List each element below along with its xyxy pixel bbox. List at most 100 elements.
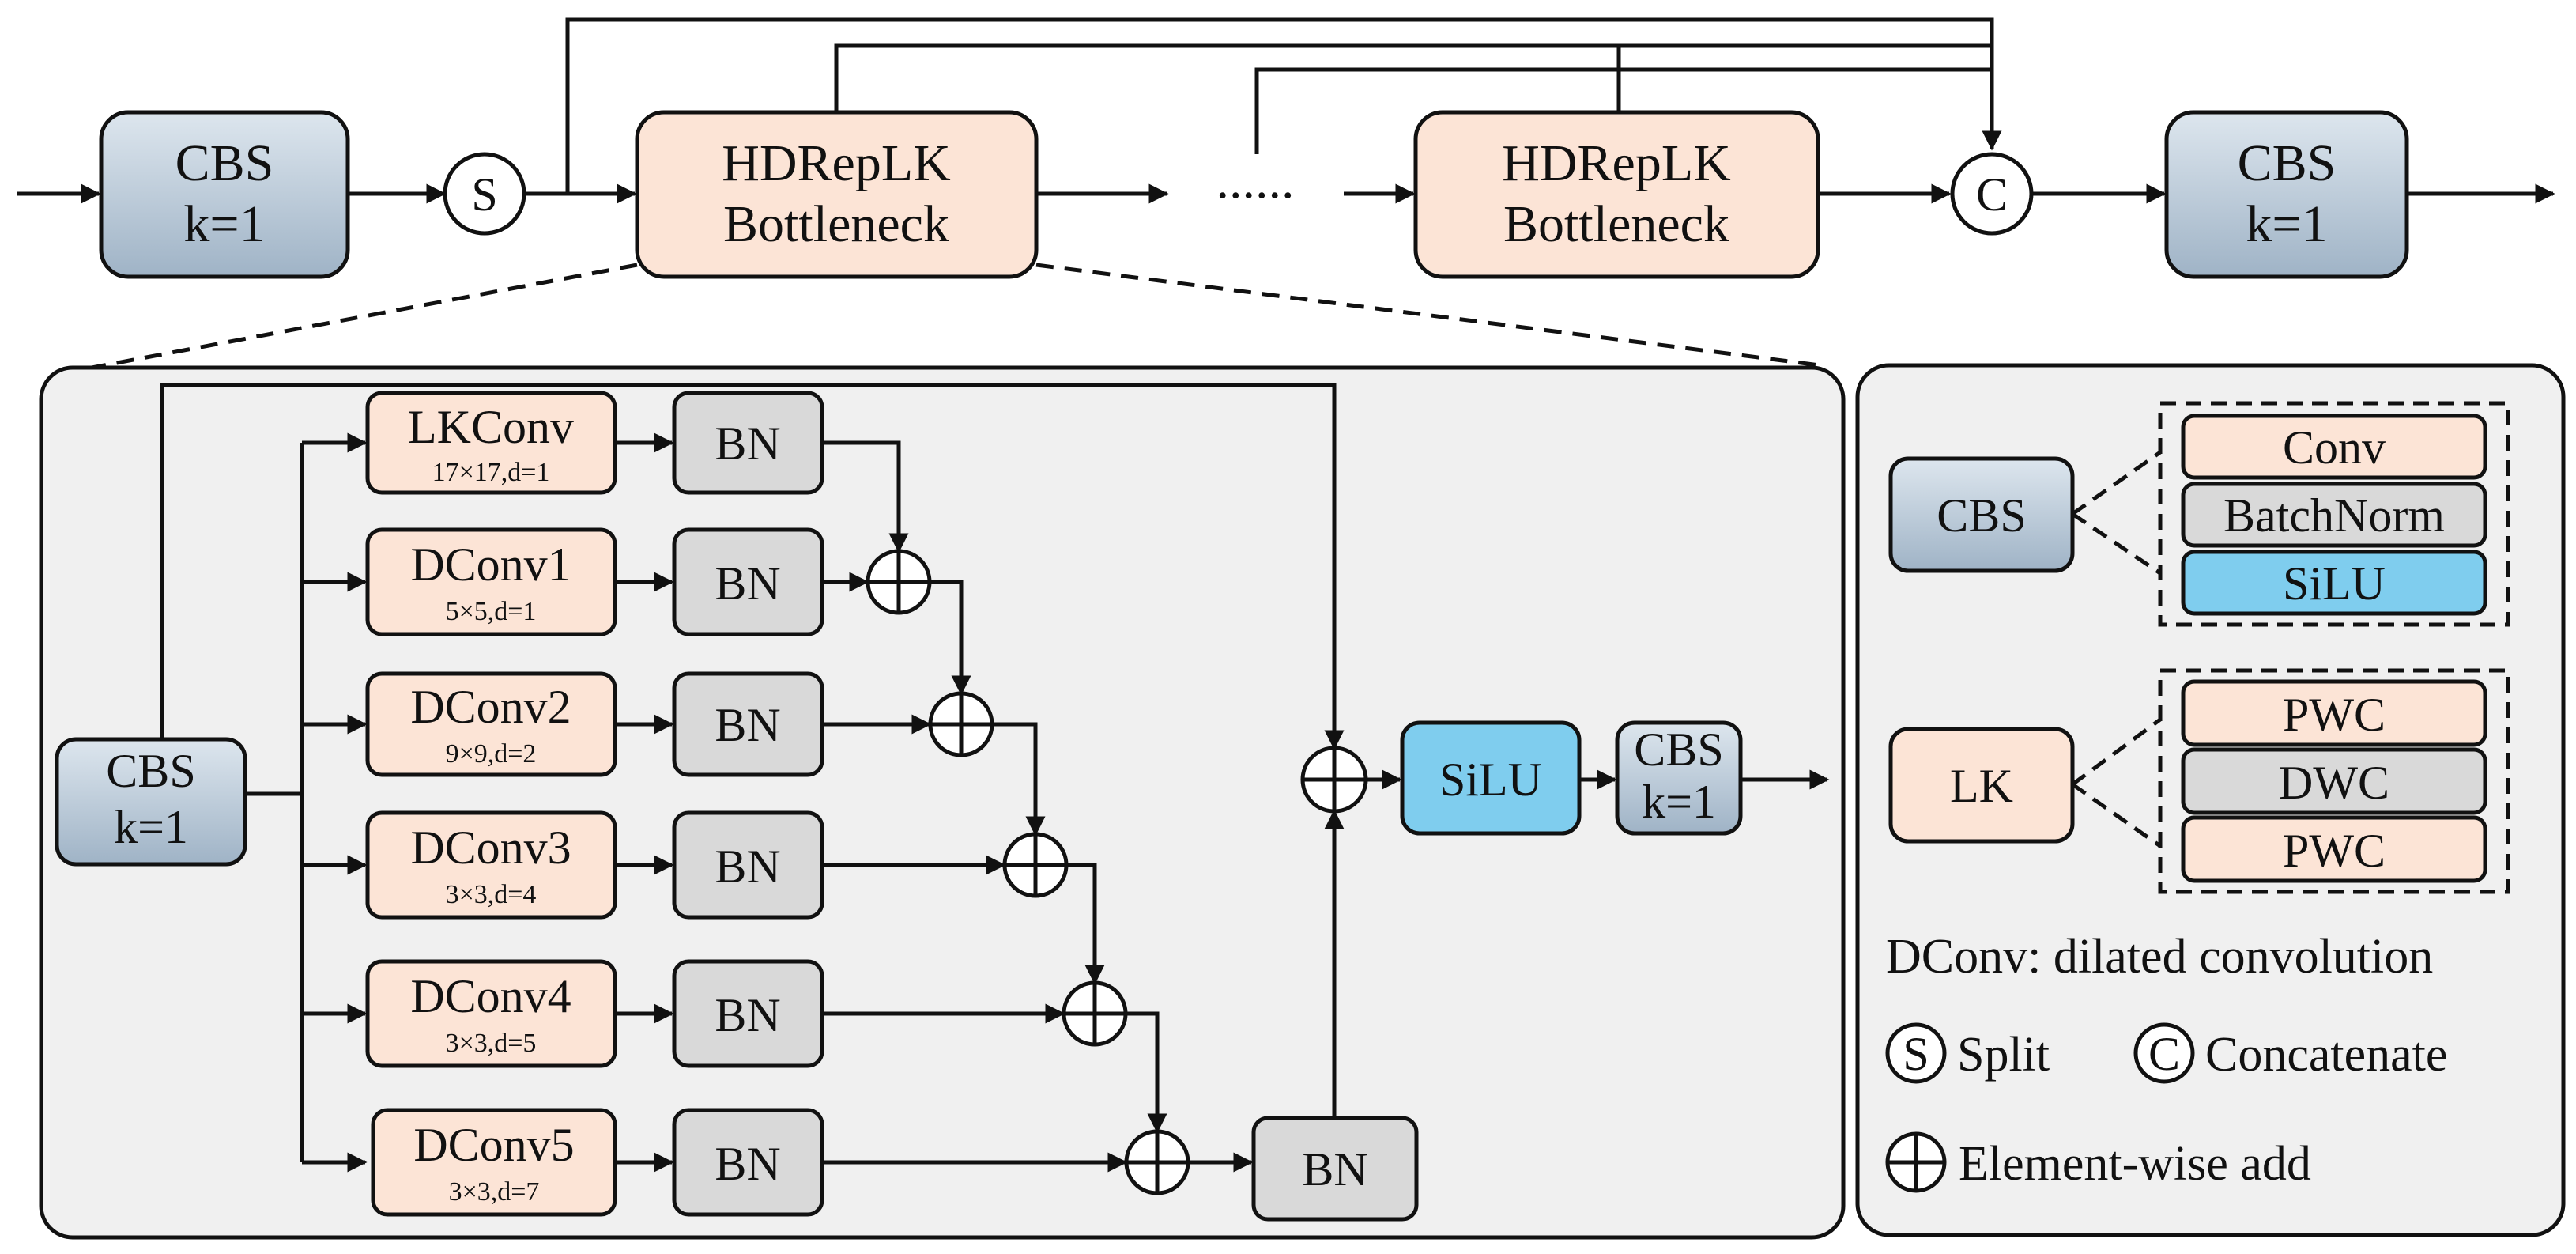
branch-dconv2: DConv2 9×9,d=2	[365, 671, 617, 777]
legend-lk-dwc	[2181, 747, 2487, 815]
legend-cbs-batchnorm	[2181, 482, 2487, 548]
add2-to-add3	[993, 722, 1046, 837]
dconv3-name: DConv3	[410, 822, 571, 874]
add-node-final	[1300, 746, 1368, 814]
legend-add: Element-wise add	[1885, 1131, 2311, 1193]
legend-concat-text: Concatenate	[2205, 1028, 2447, 1082]
zoom-line-right	[1035, 263, 1820, 368]
detail-cbs-in-kernel: k=1	[114, 801, 188, 853]
dconv2-name: DConv2	[410, 681, 571, 733]
bn-final: BN	[1251, 1116, 1419, 1222]
bn-dconv1-label: BN	[715, 557, 780, 610]
top-bottleneck-1: HDRepLK Bottleneck	[635, 110, 1039, 279]
concat-node: C	[1950, 152, 2034, 236]
legend-cbs: CBS Conv BatchNorm SiLU	[1888, 401, 2510, 627]
legend-cbs-conv-label: Conv	[2283, 421, 2386, 474]
add-node-5	[1124, 1129, 1190, 1195]
dconv4-name: DConv4	[410, 970, 571, 1022]
add-node-4	[1062, 980, 1128, 1047]
legend-split: S Split	[1885, 1022, 2050, 1084]
top-cbs-in-label: CBS	[175, 134, 274, 192]
detail-cbs-in-label: CBS	[106, 745, 195, 797]
top-cbs-out-kernel: k=1	[2246, 195, 2327, 253]
bn-lkconv: BN	[672, 391, 824, 495]
legend-lk-label: LK	[1950, 760, 2013, 812]
detail-identity-wire	[160, 383, 1345, 750]
branch-dconv4: DConv4 3×3,d=5	[365, 959, 617, 1068]
dconv4-spec: 3×3,d=5	[446, 1029, 537, 1058]
bn-dconv2: BN	[672, 671, 824, 777]
legend-concat: C Concatenate	[2133, 1022, 2447, 1084]
lkconv-spec: 17×17,d=1	[432, 458, 550, 487]
bn-dconv5: BN	[672, 1108, 824, 1217]
skip-wire-2	[834, 43, 1992, 112]
detail-cbs-out-kernel: k=1	[1642, 776, 1716, 828]
bn-dconv4-label: BN	[715, 989, 780, 1041]
legend-add-text: Element-wise add	[1959, 1137, 2311, 1191]
bn-lkconv-label: BN	[715, 417, 780, 470]
top-cbs-in-kernel: k=1	[183, 195, 265, 253]
top-cbs-out: CBS k=1	[2164, 110, 2409, 279]
legend-lk-dwc-label: DWC	[2279, 757, 2389, 809]
add3-to-add4	[1067, 863, 1105, 985]
legend-lk-pwc1	[2181, 679, 2487, 747]
split-symbol: S	[471, 168, 497, 221]
legend-lk-pwc2	[2181, 815, 2487, 883]
legend-split-icon	[1885, 1022, 1947, 1084]
bn-dconv3-label: BN	[715, 840, 780, 893]
legend-cbs-silu-label: SiLU	[2283, 557, 2386, 610]
top-bottleneck-2: HDRepLK Bottleneck	[1413, 110, 1820, 279]
legend-panel: CBS Conv BatchNorm SiLU LK PWC DWC PWC	[1855, 363, 2566, 1237]
repeat-ellipsis: ......	[1216, 152, 1295, 210]
legend-lk: LK PWC DWC PWC	[1888, 668, 2510, 894]
legend-cbs-label: CBS	[1937, 489, 2026, 542]
add4-to-add5	[1126, 1011, 1167, 1134]
bn-dconv2-label: BN	[715, 699, 780, 751]
bn-final-label: BN	[1302, 1143, 1367, 1195]
detail-cbs-out-label: CBS	[1634, 723, 1723, 776]
legend-cbs-conv	[2181, 414, 2487, 480]
branch-dconv5: DConv5 3×3,d=7	[371, 1108, 617, 1217]
legend-concat-symbol: C	[2148, 1028, 2180, 1080]
legend-cbs-batchnorm-label: BatchNorm	[2223, 489, 2445, 542]
dconv2-spec: 9×9,d=2	[446, 739, 537, 769]
lkconv-name: LKConv	[408, 401, 574, 453]
split-node: S	[443, 152, 526, 236]
dconv5-name: DConv5	[413, 1119, 574, 1171]
legend-split-text: Split	[1957, 1028, 2050, 1082]
bottleneck-2-title: HDRepLK	[1502, 134, 1731, 192]
dconv1-spec: 5×5,d=1	[446, 597, 537, 626]
branch-lkconv: LKConv 17×17,d=1	[365, 391, 617, 495]
bottleneck-1-title: HDRepLK	[722, 134, 951, 192]
bn-lkconv-to-add1	[822, 440, 909, 553]
detail-panel: CBS k=1 LKConv 17×17,d=1 BN DConv1 5×5,d…	[39, 365, 1846, 1240]
add-node-3	[1002, 832, 1069, 898]
legend-dconv-note: DConv: dilated convolution	[1886, 930, 2433, 984]
add-node-2	[928, 691, 994, 757]
top-cbs-in: CBS k=1	[99, 110, 350, 279]
bn-dconv3: BN	[672, 810, 824, 920]
dconv1-name: DConv1	[410, 538, 571, 591]
top-row: CBS k=1 S HDRepLK Bottleneck ...... HDRe…	[17, 17, 2555, 372]
detail-silu: SiLU	[1400, 720, 1582, 836]
bn-dconv1: BN	[672, 527, 824, 636]
dconv3-spec: 3×3,d=4	[446, 880, 537, 909]
concat-symbol: C	[1976, 168, 2008, 221]
add1-to-add2	[930, 580, 971, 696]
branch-dconv3: DConv3 3×3,d=4	[365, 810, 617, 920]
legend-concat-icon	[2133, 1022, 2195, 1084]
legend-lk-pwc2-label: PWC	[2283, 825, 2386, 877]
bottleneck-2-subtitle: Bottleneck	[1503, 195, 1729, 253]
bottleneck-1-subtitle: Bottleneck	[723, 195, 949, 253]
legend-lk-pwc1-label: PWC	[2283, 689, 2386, 741]
top-cbs-out-label: CBS	[2238, 134, 2337, 192]
detail-silu-label: SiLU	[1439, 754, 1542, 806]
legend-split-symbol: S	[1903, 1028, 1929, 1080]
legend-cbs-silu	[2181, 550, 2487, 616]
dconv5-spec: 3×3,d=7	[449, 1177, 540, 1207]
detail-cbs-out: CBS k=1	[1615, 720, 1743, 836]
zoom-line-left	[78, 263, 638, 372]
detail-cbs-in: CBS k=1	[55, 737, 247, 867]
bn-dconv5-label: BN	[715, 1138, 780, 1190]
